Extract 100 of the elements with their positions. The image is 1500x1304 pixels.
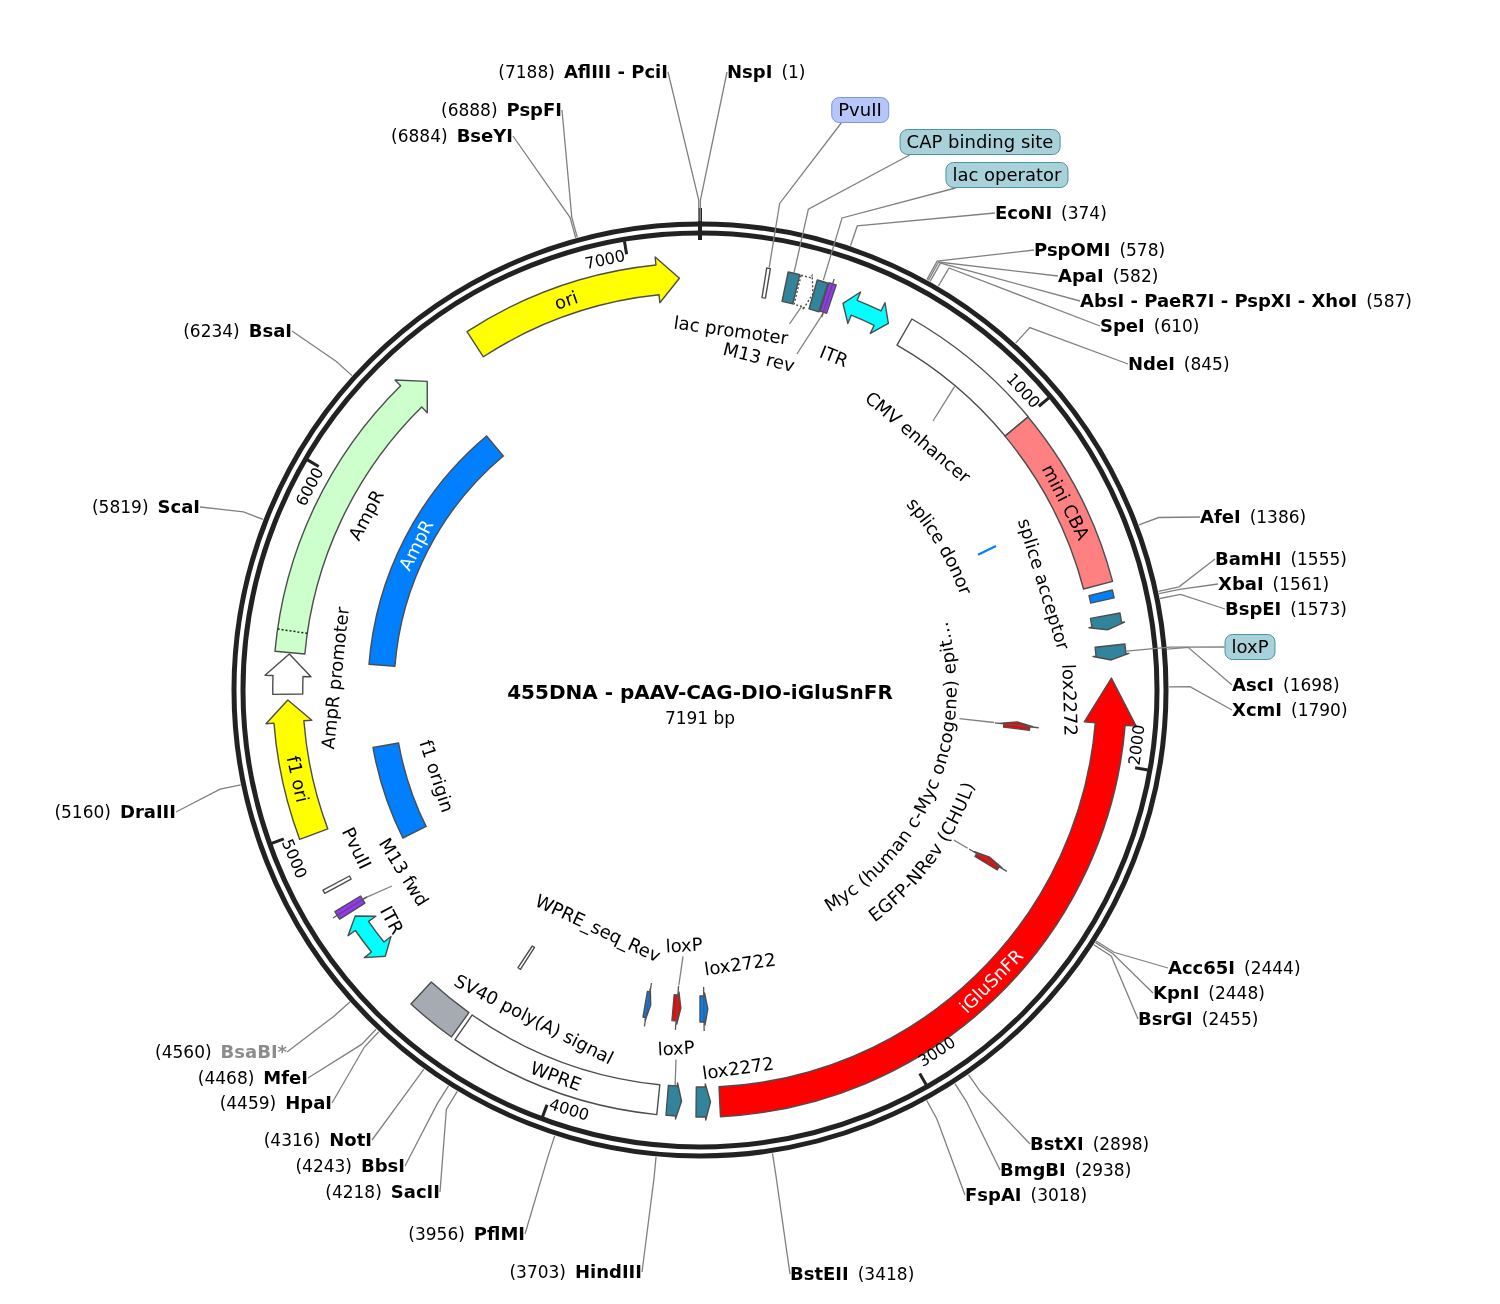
feature-label: mini CBA <box>1038 460 1095 543</box>
restriction-site-label: AfeI (1386) <box>1200 506 1307 528</box>
restriction-site-label: EcoNI (374) <box>995 202 1107 224</box>
leader-line <box>561 109 578 238</box>
leader-line <box>1157 558 1216 592</box>
leader-line <box>822 187 957 281</box>
restriction-site-label: BstXI (2898) <box>1030 1133 1150 1155</box>
feature-tag: PvuII <box>831 97 889 123</box>
restriction-site-label: (4468) MfeI <box>197 1067 308 1089</box>
leader-line <box>699 71 728 222</box>
restriction-site-label: BmgBI (2938) <box>1000 1159 1132 1181</box>
feature-label: AmpR promoter <box>317 605 353 751</box>
leader-line <box>1159 593 1226 610</box>
restriction-site-label: (5160) DraIII <box>54 801 176 823</box>
leader-line <box>929 262 1081 302</box>
restriction-site-label: (6884) BseYI <box>391 125 513 147</box>
restriction-site-label: (7188) AflIII - PciI <box>498 61 668 83</box>
leader-line <box>926 1099 966 1196</box>
leader-line <box>967 1073 1031 1145</box>
feature-tag: lac operator <box>945 162 1069 188</box>
position-label: 2000 <box>1125 724 1148 767</box>
restriction-site-label: XbaI (1561) <box>1218 573 1330 595</box>
position-label: 6000 <box>292 464 327 510</box>
feature-label: loxP <box>665 933 703 957</box>
leader-line <box>1158 583 1219 595</box>
restriction-site-label: (4459) HpaI <box>219 1092 332 1114</box>
leader-line <box>1168 686 1233 711</box>
restriction-site-label: XcmI (1790) <box>1232 699 1348 721</box>
leader-line <box>1166 646 1233 686</box>
restriction-site-label: AbsI - PaeR7I - PspXI - XhoI (587) <box>1080 290 1412 312</box>
feature-label: f1 ori <box>282 754 314 805</box>
restriction-site-label: (6888) PspFI <box>441 99 562 121</box>
leader-line <box>286 1001 351 1053</box>
leader-line <box>954 1083 1001 1171</box>
position-label: 4000 <box>546 1095 591 1125</box>
restriction-site-label: BsrGI (2455) <box>1138 1008 1259 1030</box>
leader-line <box>793 154 911 274</box>
leader-line <box>926 249 1035 281</box>
leader-line <box>307 1028 377 1079</box>
leader-line <box>331 1031 380 1104</box>
leader-line <box>1094 941 1154 994</box>
leader-line <box>796 312 824 355</box>
leader-line <box>1015 326 1129 365</box>
sequence-length: 7191 bp <box>664 707 736 729</box>
leader-line <box>404 1085 450 1167</box>
leader-line <box>439 1090 458 1193</box>
leader-line <box>927 261 1059 281</box>
leader-line <box>953 839 969 849</box>
restriction-site-label: NspI (1) <box>727 61 806 83</box>
leader-line <box>362 885 393 900</box>
leader-line <box>937 267 1101 327</box>
leader-line <box>849 212 996 247</box>
feature-tag: CAP binding site <box>899 129 1061 155</box>
feature-label: ori <box>551 286 581 315</box>
restriction-site-label: ApaI (582) <box>1058 265 1159 287</box>
restriction-site-label: SpeI (610) <box>1100 315 1200 337</box>
leader-line <box>1095 940 1169 969</box>
restriction-site-label: PspOMI (578) <box>1034 239 1166 261</box>
restriction-site-label: Acc65I (2444) <box>1168 957 1301 979</box>
restriction-site-label: (3956) PflMI <box>408 1223 525 1245</box>
restriction-site-label: (5819) ScaI <box>92 496 200 518</box>
leader-line <box>788 306 802 325</box>
restriction-site-label: (6234) BsaI <box>183 320 292 342</box>
leader-line <box>175 784 242 813</box>
restriction-site-label: (3703) HindIII <box>509 1261 642 1283</box>
feature-label: lox2272 <box>700 1052 776 1084</box>
restriction-site-label: BamHI (1555) <box>1215 548 1347 570</box>
leader-line <box>1093 944 1139 1020</box>
feature-tag: loxP <box>1224 634 1276 660</box>
restriction-site-label: BstEII (3418) <box>790 1263 915 1285</box>
feature-label: ITR <box>375 902 409 938</box>
leader-line <box>199 506 264 521</box>
leader-line <box>512 135 577 239</box>
feature-label: loxP <box>657 1036 695 1060</box>
feature-label: lox2722 <box>702 948 778 980</box>
feature-label: PvuII <box>338 823 376 873</box>
restriction-site-label: BspEI (1573) <box>1225 598 1347 620</box>
position-label: 5000 <box>277 836 310 882</box>
position-label: 7000 <box>583 247 627 274</box>
restriction-site-label: (4218) SacII <box>325 1181 440 1203</box>
restriction-site-label: (4243) BbsI <box>295 1155 405 1177</box>
leader-line <box>1125 646 1226 652</box>
leader-line <box>667 71 700 222</box>
leader-line <box>641 1156 657 1273</box>
feature-label: lox2272 <box>1058 663 1082 737</box>
leader-line <box>958 718 995 724</box>
leader-line <box>371 1068 425 1141</box>
leader-line <box>768 122 842 269</box>
restriction-site-label: (4316) NotI <box>263 1129 372 1151</box>
restriction-site-label: AscI (1698) <box>1232 674 1340 696</box>
restriction-site-label: NdeI (845) <box>1128 353 1230 375</box>
leader-line <box>678 955 684 986</box>
restriction-site-label: (4560) BsaBI* <box>155 1041 287 1063</box>
leader-line <box>291 330 353 377</box>
leader-line <box>771 1152 791 1275</box>
leader-line <box>674 1058 677 1086</box>
restriction-site-label: FspAI (3018) <box>965 1184 1088 1206</box>
leader-line <box>1138 516 1201 526</box>
restriction-site-label: KpnI (2448) <box>1153 982 1265 1004</box>
feature-label: ITR <box>816 340 852 372</box>
